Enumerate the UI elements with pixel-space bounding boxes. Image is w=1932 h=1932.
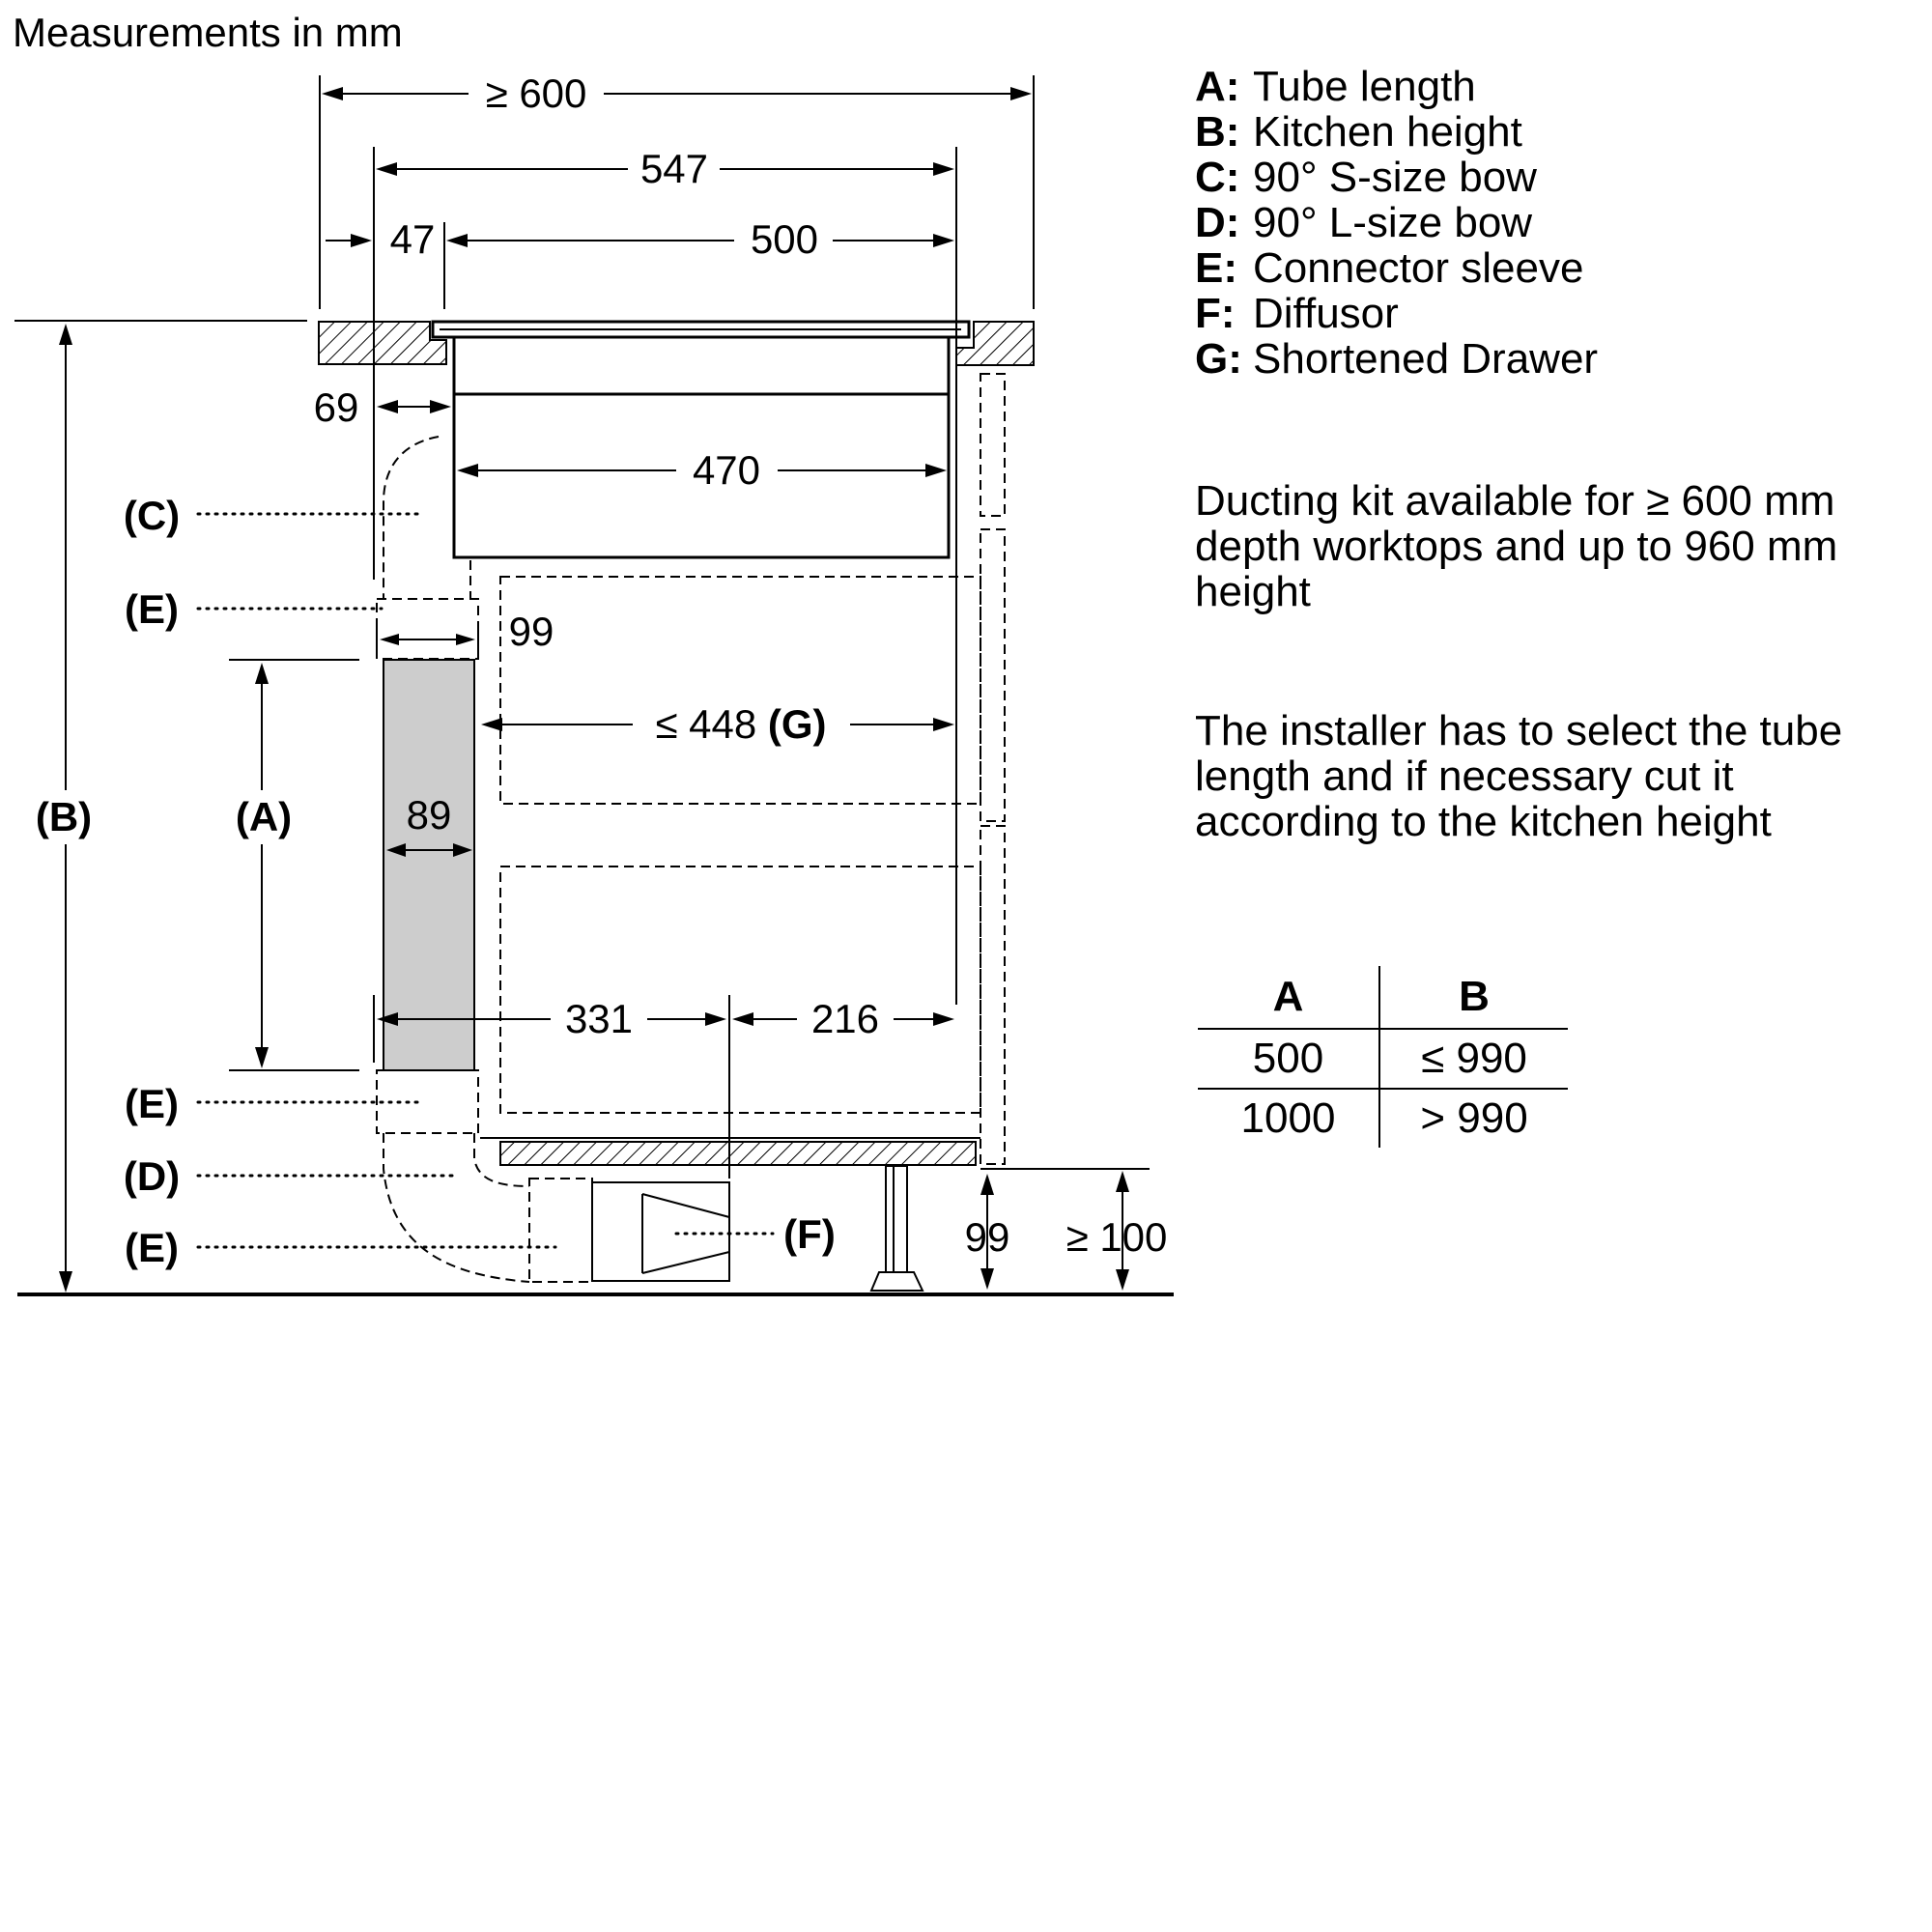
dim-89-label: 89 xyxy=(407,792,452,838)
dimension-99-sleeve: 99 xyxy=(376,609,554,657)
dim-69-label: 69 xyxy=(314,384,359,430)
tag-e1: (E) xyxy=(125,586,179,632)
ducting xyxy=(376,436,593,1283)
dim-547-label: 547 xyxy=(640,146,708,191)
dimension-89: 89 xyxy=(386,792,472,857)
table-cell: ≤ 990 xyxy=(1421,1035,1527,1082)
legend-item-f: F:Diffusor xyxy=(1195,290,1399,337)
legend-item-c: C:90° S-size bow xyxy=(1195,154,1537,201)
table-row: 500 ≤ 990 xyxy=(1198,1029,1568,1089)
tag-e2: (E) xyxy=(125,1081,179,1126)
legend-item-b: B:Kitchen height xyxy=(1195,108,1522,156)
table-cell: 500 xyxy=(1198,1029,1380,1089)
dimension-448: ≤ 448 (G) xyxy=(481,701,954,747)
legend-item-d: D:90° L-size bow xyxy=(1195,199,1533,246)
table-header-row: A B xyxy=(1198,966,1568,1029)
tube-length-table: A B 500 ≤ 990 1000 > 990 xyxy=(1198,966,1568,1148)
adjustable-foot xyxy=(869,1165,924,1292)
legend: A:Tube length B:Kitchen height C:90° S-s… xyxy=(1195,64,1910,382)
legend-item-g: G:Shortened Drawer xyxy=(1195,335,1599,383)
dimension-b: (B) xyxy=(27,324,104,1293)
dim-500-label: 500 xyxy=(751,216,818,262)
dim-331-label: 331 xyxy=(565,996,633,1041)
tube xyxy=(383,659,475,1071)
legend-item-e: E:Connector sleeve xyxy=(1195,244,1584,292)
table-cell: > 990 xyxy=(1420,1094,1528,1142)
callout-c: (C) xyxy=(124,493,419,538)
tag-e3: (E) xyxy=(125,1225,179,1270)
dimension-a: (A) xyxy=(224,659,359,1071)
callout-e2: (E) xyxy=(125,1081,419,1126)
legend-item-a: A:Tube length xyxy=(1195,63,1476,110)
table-header-a: A xyxy=(1198,966,1380,1029)
tag-a: (A) xyxy=(236,794,292,839)
dim-47-label: 47 xyxy=(390,216,436,262)
dim-99-plinth-label: 99 xyxy=(965,1214,1010,1260)
worktop xyxy=(14,320,1035,366)
dim-448-label: ≤ 448 (G) xyxy=(655,701,826,747)
dimension-plinth: 99 ≥ 100 xyxy=(965,1171,1168,1291)
page-title: Measurements in mm xyxy=(13,10,403,55)
table-cell: 1000 xyxy=(1198,1089,1380,1148)
installer-note: The installer has to select the tube len… xyxy=(1195,707,1843,845)
tag-b: (B) xyxy=(36,794,92,839)
callout-e1: (E) xyxy=(125,586,384,632)
cabinet-bottom xyxy=(480,1137,980,1166)
tag-f: (F) xyxy=(783,1211,836,1257)
cabinet-side xyxy=(980,373,1150,1170)
dimension-47-500: 47 500 xyxy=(326,216,954,309)
dim-216-label: 216 xyxy=(811,996,879,1041)
dimension-470: 470 xyxy=(457,447,947,493)
dimension-600: ≥ 600 xyxy=(319,71,1035,309)
dimension-69: 69 xyxy=(314,384,451,430)
table-header-b: B xyxy=(1459,973,1490,1020)
shortened-drawers xyxy=(499,576,981,1114)
callout-e3: (E) xyxy=(125,1225,557,1270)
dim-600-label: ≥ 600 xyxy=(486,71,587,116)
dim-100-label: ≥ 100 xyxy=(1066,1214,1168,1260)
dim-99-top-label: 99 xyxy=(509,609,554,654)
callout-f: (F) xyxy=(674,1211,836,1257)
ducting-note: Ducting kit available for ≥ 600 mm depth… xyxy=(1195,477,1838,615)
dim-470-label: 470 xyxy=(693,447,760,493)
tag-c: (C) xyxy=(124,493,180,538)
tag-d: (D) xyxy=(124,1153,180,1199)
table-row: 1000 > 990 xyxy=(1198,1089,1568,1148)
callout-d: (D) xyxy=(124,1153,456,1199)
cooktop xyxy=(431,320,971,559)
diffusor xyxy=(591,1181,730,1282)
